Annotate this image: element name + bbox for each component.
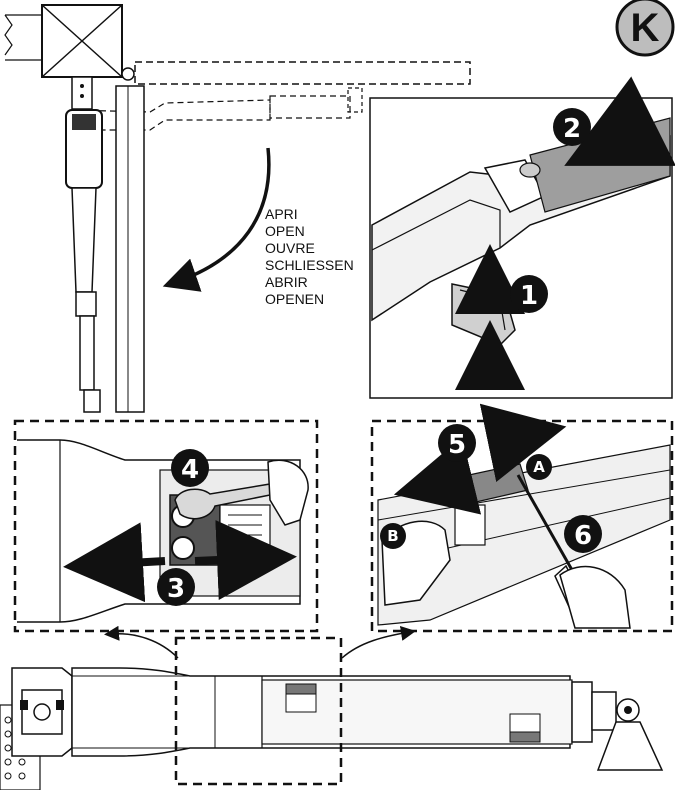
open-label-fr: OUVRE [265,240,315,256]
opening-direction-arrow [162,147,271,292]
gate-leaf-open [115,85,145,413]
gate-plan-view [4,4,471,413]
operator-open-position [65,109,103,413]
step-3-number: 3 [167,574,185,604]
section-badge-letter: K [631,6,660,50]
section-badge: K [615,0,675,57]
operator-full-view [0,636,664,790]
open-label-es: ABRIR [265,274,308,290]
callout-a-letter: A [533,458,545,476]
open-label-de: SCHLIESSEN [265,257,354,273]
step-1-number: 1 [520,281,538,311]
cover-removal-panel: 2 1 [369,76,675,399]
step-1-badge [510,275,548,313]
gate-leaf-closed [134,61,471,85]
callout-a-badge [526,454,552,480]
limit-stop-panel: 5 6 A B [370,403,674,633]
step-4-badge [171,449,209,487]
step-6-badge [564,515,602,553]
step-6-number: 6 [574,521,592,551]
open-label-nl: OPENEN [265,291,324,307]
open-label-en: OPEN [265,223,305,239]
step-4-number: 4 [181,455,199,485]
step-5-badge [438,424,476,462]
nut-adjustment-panel: 4 3 [13,419,319,633]
callout-b-letter: B [387,527,398,545]
step-2-number: 2 [563,114,581,144]
step-5-number: 5 [448,430,466,460]
open-label-it: APRI [265,206,298,222]
zoom-arrow-left [104,625,179,659]
step-3-badge [157,568,195,606]
zoom-arrow-right [341,626,416,659]
callout-b-badge [380,523,406,549]
zoom-region-box [174,636,343,786]
open-labels: APRI OPEN OUVRE SCHLIESSEN ABRIR OPENEN [265,206,354,307]
step-2-badge [553,108,591,146]
